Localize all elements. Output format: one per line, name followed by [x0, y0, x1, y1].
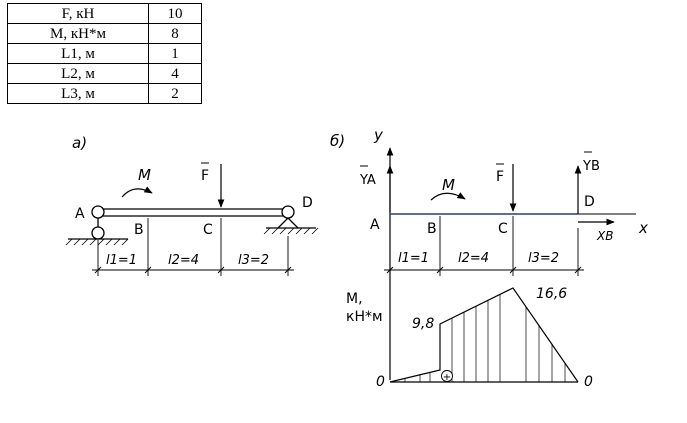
- parameters-table: F, кН 10 М, кН*м 8 L1, м 1 L2, м 4 L3, м…: [7, 3, 202, 104]
- point-d-label-b: D: [584, 194, 595, 210]
- value-at-b: 9,8: [412, 316, 434, 332]
- point-b-label-b: B: [427, 221, 437, 237]
- span-3-label-a: l3=2: [238, 253, 269, 268]
- support-a-right: [263, 205, 319, 235]
- table-row: L3, м 2: [7, 83, 202, 104]
- dimensions-a: [92, 218, 294, 276]
- reaction-yb-label: YB: [582, 159, 600, 174]
- value-right-zero: 0: [584, 374, 593, 390]
- point-d-label: D: [302, 195, 313, 211]
- reaction-ya-text: YA: [359, 173, 376, 188]
- span-2-label-b: l2=4: [458, 251, 489, 266]
- dimensions-b: [384, 216, 584, 276]
- force-label-b: F: [496, 169, 504, 185]
- y-axis-label: y: [373, 126, 384, 144]
- sign-label: +: [443, 372, 451, 383]
- param-name: L3, м: [7, 83, 149, 104]
- panel-label-a: а): [72, 134, 87, 152]
- point-a-label-b: A: [370, 217, 380, 233]
- span-2-label-a: l2=4: [168, 253, 199, 268]
- point-c-label-b: C: [498, 221, 508, 237]
- param-value: 2: [148, 83, 202, 104]
- span-1-label-a: l1=1: [106, 253, 137, 268]
- reaction-ya-label: YA: [359, 173, 376, 188]
- point-b-label: B: [134, 222, 144, 238]
- point-c-label: C: [203, 222, 213, 238]
- span-3-label-b: l3=2: [528, 251, 559, 266]
- moment-arrow-b: [430, 192, 466, 201]
- moment-plot: +: [389, 287, 579, 383]
- moment-label-b: M: [442, 176, 455, 194]
- span-1-label-b: l1=1: [398, 251, 429, 266]
- diagram-a: а): [65, 134, 319, 276]
- moment-axis-label-1: М,: [346, 291, 363, 307]
- moment-axis-label-2: кН*м: [346, 309, 383, 325]
- support-a-left: [65, 205, 129, 246]
- diagram-b: б) y YA x YB XB M F A B C D: [330, 126, 648, 390]
- reaction-xb-label: XB: [596, 229, 613, 243]
- value-left-zero: 0: [376, 374, 385, 390]
- x-axis-label: x: [638, 219, 648, 237]
- moment-label-a: M: [138, 166, 151, 184]
- value-at-c: 16,6: [536, 286, 567, 302]
- beam-a: [98, 208, 288, 217]
- moment-arrow-a: [121, 186, 153, 198]
- panel-label-b: б): [330, 132, 345, 150]
- point-a-label: A: [75, 206, 85, 222]
- force-label-a: F: [201, 168, 209, 184]
